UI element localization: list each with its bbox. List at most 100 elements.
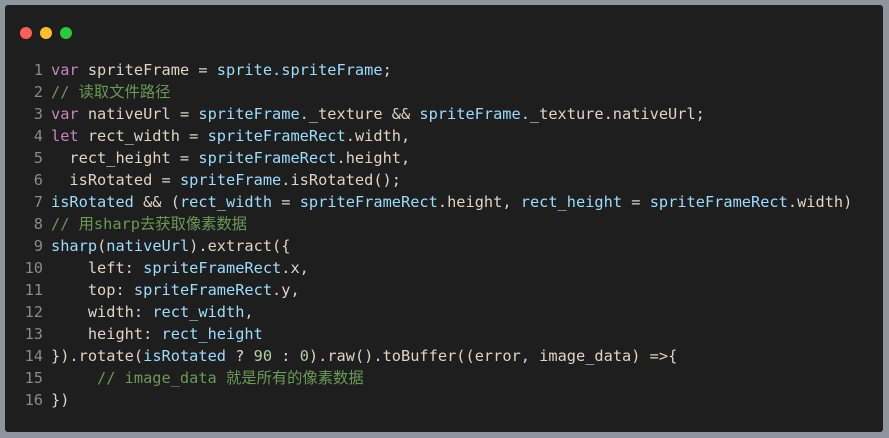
code-token: spriteFrame [179,171,282,189]
code-token: spriteFrameRect [299,193,438,211]
code-token: 90 [253,347,273,365]
code-token: rect_height [161,325,263,343]
code-token: isRotated = [51,171,180,189]
code-line: 7 isRotated && (rect_width = spriteFrameR… [5,191,853,213]
line-content: var nativeUrl = spriteFrame._texture && … [51,103,705,125]
line-number: 6 [33,171,43,189]
code-token: .x, [281,259,309,277]
code-token: sprite.spriteFrame [216,61,383,79]
code-token: && ( [133,193,180,211]
code-token: spriteFrameRect [143,259,282,277]
code-token: .width) [787,193,853,211]
code-token: .height, [336,149,411,167]
code-line: 16}) [5,389,852,411]
line-number: 4 [33,127,43,145]
code-token: spriteFrame. [198,105,309,123]
maximize-button[interactable] [60,27,72,39]
code-token: ).extract({ [189,237,291,255]
minimize-button[interactable] [40,27,52,39]
line-content: let rect_width = spriteFrameRect.width, [51,125,410,147]
code-token: nativeUrl = [87,105,199,123]
code-comment: // 用sharp去获取像素数据 [51,215,248,233]
line-number: 11 [24,281,43,299]
code-token: _texture.nativeUrl; [529,105,705,123]
code-token: }) [51,391,70,409]
code-token: .height, [437,193,521,211]
line-number: 12 [24,303,43,321]
line-content: width: rect_width, [51,301,254,323]
code-line: 14 }).rotate(isRotated ? 90 : 0).raw().to… [5,345,852,367]
code-block: 1 var spriteFrame = sprite.spriteFrame; 2 /… [5,59,853,411]
code-keyword: var [51,61,88,79]
line-content: // image_data 就是所有的像素数据 [51,367,364,389]
close-button[interactable] [20,27,32,39]
line-content: // 读取文件路径 [51,81,170,103]
code-line: 1 var spriteFrame = sprite.spriteFrame; [5,59,852,81]
code-token: spriteFrameRect [649,193,788,211]
code-token: , [244,303,254,321]
code-line: 11 top: spriteFrameRect.y, [5,279,852,301]
code-comment: // image_data 就是所有的像素数据 [51,369,364,387]
line-number: 2 [33,83,43,101]
line-number: 5 [33,149,43,167]
code-line: 5 rect_height = spriteFrameRect.height, [5,147,852,169]
code-token: rect_height [520,193,623,211]
code-keyword: var [51,105,88,123]
code-token: .isRotated(); [281,171,401,189]
code-token: isRotated [51,193,134,211]
line-content: height: rect_height [51,323,263,345]
code-token: 0 [299,347,309,365]
code-token: width: [51,303,153,321]
code-line: 3 var nativeUrl = spriteFrame._texture &&… [5,103,852,125]
code-line: 8 // 用sharp去获取像素数据 [5,213,852,235]
code-token: rect_width [179,193,273,211]
code-line: 15 // image_data 就是所有的像素数据 [5,367,852,389]
code-line: 6 isRotated = spriteFrame.isRotated(); [5,169,852,191]
code-token: nativeUrl [106,237,190,255]
code-token: height: [51,325,162,343]
line-content: left: spriteFrameRect.x, [51,257,309,279]
code-token: ; [382,61,392,79]
code-line: 13 height: rect_height [5,323,852,345]
code-token: sharp [51,237,98,255]
code-token: spriteFrameRect [133,281,273,299]
code-token: .y, [272,281,300,299]
code-token: spriteFrame. [419,105,530,123]
line-number: 16 [24,391,43,409]
code-token: ? [226,347,254,365]
code-line: 10 left: spriteFrameRect.x, [5,257,852,279]
code-token: spriteFrameRect [198,149,337,167]
line-content: isRotated = spriteFrame.isRotated(); [51,169,401,191]
code-token: isRotated [143,347,226,365]
code-token: top: [51,281,134,299]
code-token: : [272,347,300,365]
line-number: 13 [24,325,43,343]
line-content: // 用sharp去获取像素数据 [51,213,247,235]
code-token: }).rotate( [51,347,144,365]
line-content: sharp(nativeUrl).extract({ [51,235,290,257]
line-content: }).rotate(isRotated ? 90 : 0).raw().toBu… [51,345,677,367]
code-token: rect_width = [87,127,208,145]
line-content: var spriteFrame = sprite.spriteFrame; [51,59,392,81]
line-number: 1 [33,61,43,79]
line-content: }) [51,389,69,411]
line-number: 9 [33,237,43,255]
code-token: = [622,193,650,211]
code-keyword: let [51,127,88,145]
code-token: spriteFrame = [87,61,217,79]
code-line: 2 // 读取文件路径 [5,81,852,103]
line-number: 7 [33,193,43,211]
line-number: 3 [33,105,43,123]
line-number: 14 [24,347,43,365]
code-token: rect_height = [51,149,199,167]
window-controls [20,27,72,39]
code-line: 12 width: rect_width, [5,301,852,323]
code-token: .width, [345,127,411,145]
line-number: 8 [33,215,43,233]
code-token: = [272,193,300,211]
line-content: rect_height = spriteFrameRect.height, [51,147,410,169]
code-token: left: [51,259,144,277]
code-line: 4 let rect_width = spriteFrameRect.width, [5,125,852,147]
code-token: rect_width [152,303,245,321]
code-token: spriteFrameRect [207,127,346,145]
